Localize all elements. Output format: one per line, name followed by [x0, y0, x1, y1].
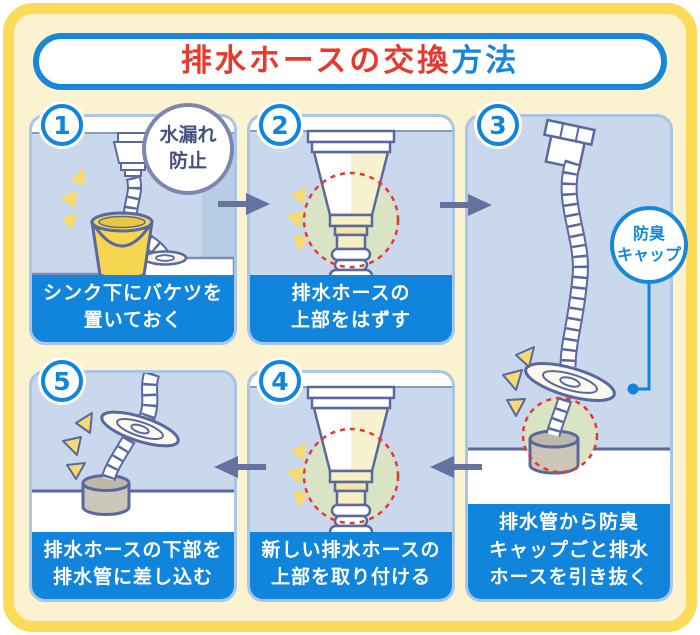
hose-top-connector — [542, 118, 596, 171]
step4-illustration — [250, 373, 452, 540]
arrow-left-step3-to-step4-icon — [430, 456, 482, 478]
step-caption: 新しい排水ホースの 上部を取り付ける — [250, 531, 452, 599]
odor-cap-disc — [524, 362, 616, 402]
dashed-focus-circle — [302, 427, 400, 525]
step-caption: 排水管から防臭 キャップごと排水 ホースを引き抜く — [468, 504, 670, 599]
arrow-left-step4-to-step5-icon — [214, 456, 266, 478]
step1-number-badge: 1 — [41, 104, 83, 146]
drain-hose — [559, 159, 589, 368]
step4-number-badge: 4 — [259, 360, 301, 402]
hose-stub — [100, 435, 136, 482]
step-panel-3: 排水管から防臭 キャップごと排水 ホースを引き抜く — [465, 114, 673, 602]
step2-illustration — [250, 117, 452, 284]
emphasis-marks — [60, 167, 85, 230]
arrow-right-step1-to-step2-icon — [218, 193, 270, 215]
step2-number-badge: 2 — [259, 104, 301, 146]
leak-prevention-callout: 水漏れ 防止 — [142, 103, 234, 195]
step-caption: シンク下にバケツを 置いておく — [32, 274, 234, 342]
title-main-text: 排水ホースの交換 — [180, 43, 452, 79]
drain-trap-cone — [306, 385, 396, 473]
drain-hose — [138, 373, 161, 423]
step-panel-2: 排水ホースの 上部をはずす — [247, 114, 455, 345]
dashed-focus-circle — [302, 171, 400, 269]
odor-cap-callout: 防臭 キャップ — [610, 206, 688, 284]
drain-pipe — [528, 429, 580, 475]
hose-stub — [545, 396, 573, 437]
step3-number-badge: 3 — [477, 104, 519, 146]
hose-connector — [328, 469, 374, 507]
step5-number-badge: 5 — [41, 360, 83, 402]
odor-cap-disc — [100, 410, 180, 448]
step-caption: 排水ホースの下部を 排水管に差し込む — [32, 531, 234, 599]
emphasis-marks — [62, 412, 93, 480]
step-panel-5: 排水ホースの下部を 排水管に差し込む — [29, 370, 237, 602]
emphasis-marks — [502, 346, 535, 417]
floor-flange — [142, 250, 188, 266]
drain-pipe — [81, 474, 131, 516]
dashed-focus-circle — [521, 396, 599, 474]
step-caption: 排水ホースの 上部をはずす — [250, 274, 452, 342]
arrow-right-step2-to-step3-icon — [440, 194, 492, 216]
drain-trap-cone — [306, 129, 396, 217]
page-title: 排水ホースの交換 方法 — [33, 33, 667, 90]
title-suffix-text: 方法 — [451, 43, 520, 79]
emphasis-marks — [286, 187, 308, 251]
hose-connector — [328, 213, 374, 251]
emphasis-marks — [286, 443, 308, 507]
step-panel-4: 新しい排水ホースの 上部を取り付ける — [247, 370, 455, 602]
bucket — [90, 211, 154, 280]
